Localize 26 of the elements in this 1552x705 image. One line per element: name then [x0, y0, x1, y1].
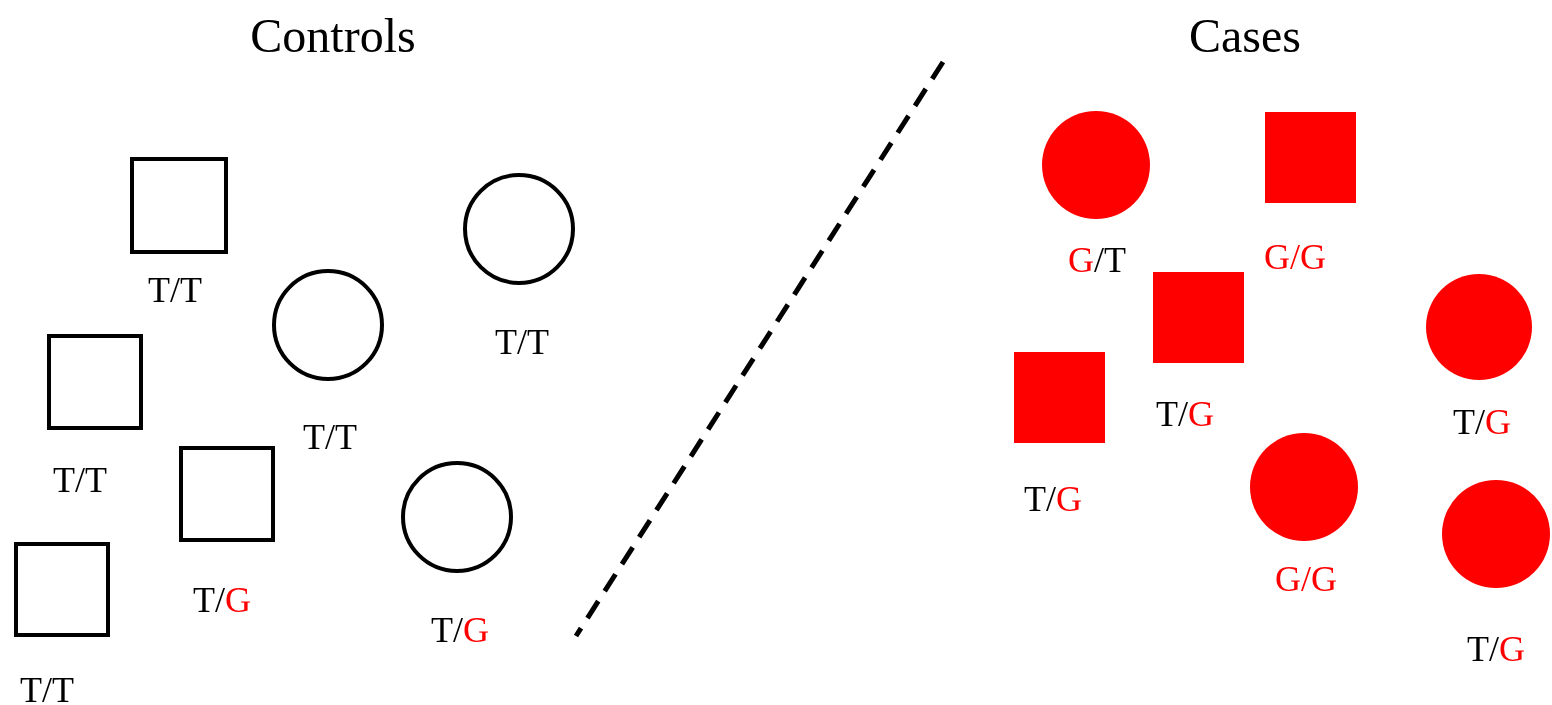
- genotype-label: T/T: [148, 272, 202, 308]
- square-symbol: [1265, 112, 1356, 203]
- square-symbol: [1153, 272, 1244, 363]
- genotype-label: T/G: [1467, 631, 1525, 667]
- square-symbol: [47, 334, 143, 430]
- circle-symbol: [272, 269, 384, 381]
- genotype-label: T/G: [193, 582, 251, 618]
- genotype-label: G/G: [1264, 239, 1326, 275]
- square-symbol: [130, 157, 228, 254]
- genotype-label: T/G: [1453, 404, 1511, 440]
- genotype-label: T/G: [431, 612, 489, 648]
- genotype-label: T/T: [20, 672, 74, 705]
- genotype-label: T/G: [1156, 396, 1214, 432]
- group-heading: Controls: [250, 12, 416, 60]
- circle-symbol: [401, 461, 513, 573]
- square-symbol: [14, 542, 110, 637]
- genotype-label: T/T: [303, 419, 357, 455]
- genotype-label: T/G: [1024, 481, 1082, 517]
- group-heading: Cases: [1189, 12, 1301, 60]
- genotype-label: G/T: [1068, 242, 1126, 278]
- square-symbol: [1014, 352, 1105, 443]
- circle-symbol: [463, 173, 575, 285]
- square-symbol: [179, 446, 275, 542]
- genotype-label: G/G: [1275, 561, 1337, 597]
- genotype-label: T/T: [495, 324, 549, 360]
- genotype-label: T/T: [53, 462, 107, 498]
